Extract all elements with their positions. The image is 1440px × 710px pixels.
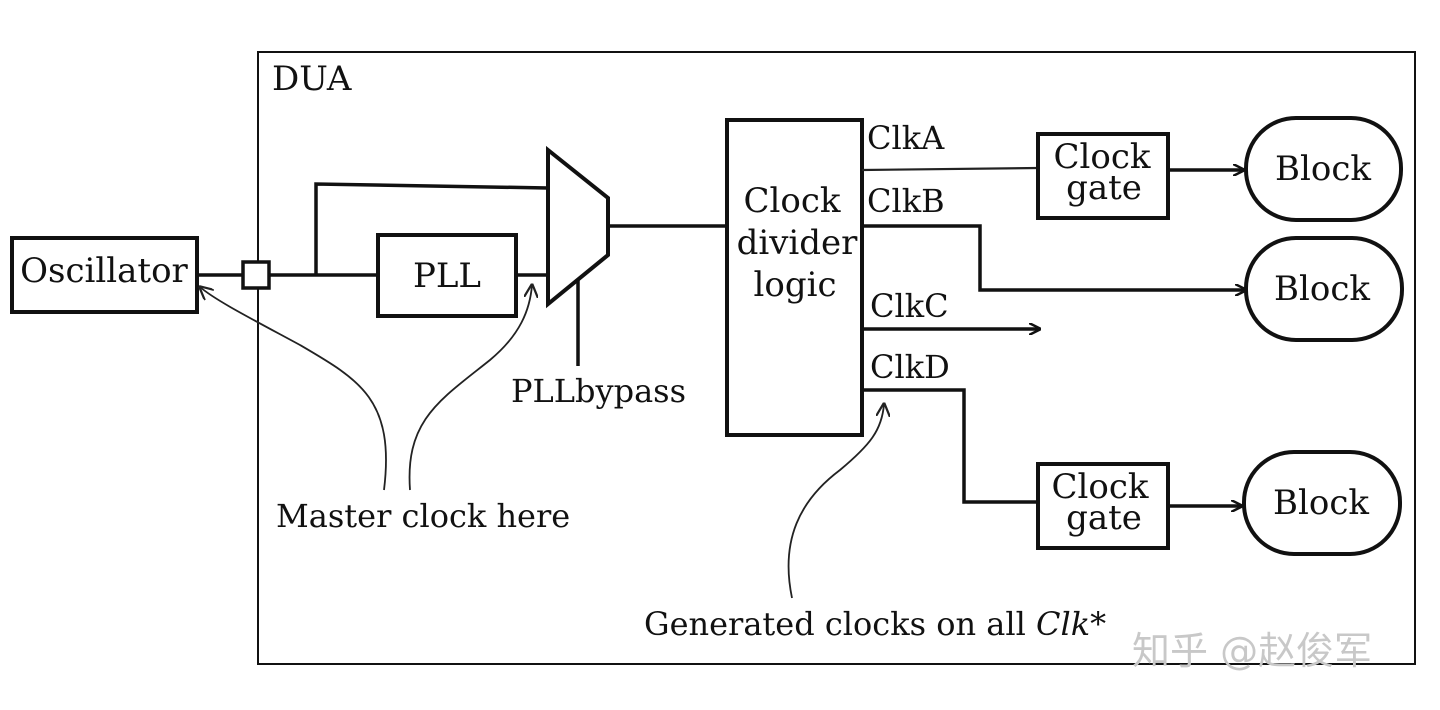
- block-bottom-label: Block: [1273, 483, 1369, 523]
- divider-label-line2: divider: [737, 223, 859, 263]
- clka-wire: [861, 166, 1039, 172]
- pllbypass-label: PLLbypass: [511, 372, 686, 410]
- clock-gate-bottom-line1: Clock: [1051, 467, 1148, 507]
- clkb-label: ClkB: [867, 182, 945, 220]
- watermark: 知乎 @赵俊军: [1132, 629, 1372, 673]
- generated-clocks-note-text: Generated clocks on all: [644, 605, 1036, 643]
- clock-gate-top-line1: Clock: [1053, 137, 1150, 177]
- divider-label-line1: Clock: [743, 181, 840, 221]
- generated-clock-pointer: [787, 404, 884, 599]
- clkc-label: ClkC: [870, 287, 949, 325]
- dua-boundary: [257, 51, 1416, 665]
- clka-label: ClkA: [867, 119, 945, 157]
- clock-gate-top-line2: gate: [1066, 168, 1142, 208]
- master-clock-note: Master clock here: [276, 497, 570, 535]
- oscillator-box: [10, 236, 199, 314]
- clkd-wire: [862, 388, 1038, 504]
- bypass-wire: [314, 182, 549, 275]
- master-clock-pointer-left: [200, 287, 387, 491]
- divider-label-line3: logic: [753, 265, 836, 305]
- clock-divider-box: [725, 118, 864, 437]
- generated-clocks-note: Generated clocks on all Clk*: [644, 605, 1106, 643]
- pll-box: [376, 233, 518, 318]
- pll-label: PLL: [413, 256, 481, 296]
- master-clock-pointer-right: [408, 285, 532, 491]
- block-top-label: Block: [1275, 149, 1371, 189]
- mux: [546, 145, 610, 309]
- block-middle: [1244, 236, 1404, 342]
- input-pin: [241, 260, 271, 290]
- oscillator-label: Oscillator: [20, 251, 188, 291]
- clock-gate-bottom-line2: gate: [1066, 498, 1142, 538]
- generated-clocks-note-italic: Clk*: [1036, 605, 1106, 643]
- block-middle-label: Block: [1274, 269, 1370, 309]
- clock-gate-bottom-box: [1036, 462, 1170, 550]
- block-top: [1244, 116, 1403, 222]
- dua-label: DUA: [272, 59, 352, 99]
- clkd-label: ClkD: [870, 348, 950, 386]
- clock-gate-top-box: [1036, 132, 1170, 220]
- block-bottom: [1242, 450, 1402, 556]
- clkb-wire: [862, 224, 1246, 290]
